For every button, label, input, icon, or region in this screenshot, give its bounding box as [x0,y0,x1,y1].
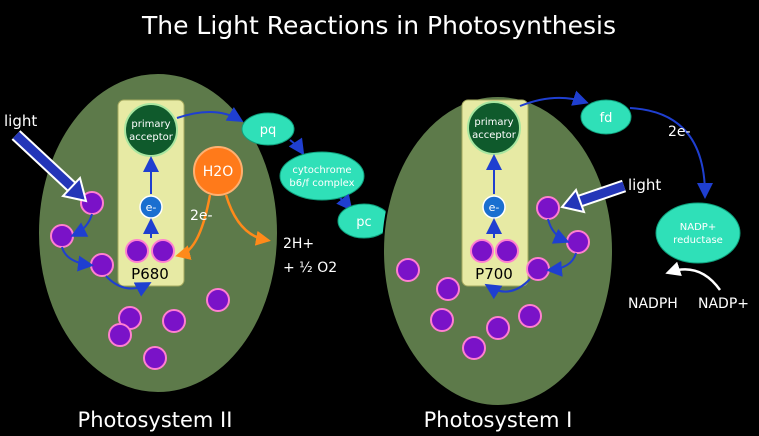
nadp-reduction: fd 2e- NADP+ reductase NADPH NADP+ [519,90,749,312]
antenna-pigment [430,308,454,332]
primary-acceptor-ps1-line2: acceptor [472,130,517,141]
antenna-pigment [566,230,590,254]
photosystem-ii-caption: Photosystem II [78,408,233,432]
light-arrow-ps1-icon [560,179,627,214]
nadp-reductase-line2: reductase [673,235,723,246]
cytochrome-line1: cytochrome [292,165,351,176]
reduction-arrow [665,261,722,291]
cytochrome-line2: b6/f complex [289,178,354,189]
primary-acceptor-ps1-line1: primary [474,117,513,128]
p680-pigment-right [151,239,175,263]
antenna-pigment [518,304,542,328]
diagram-title: The Light Reactions in Photosynthesis [141,11,616,40]
water-electron-arrow [175,194,212,260]
primary-acceptor-ps2-line1: primary [131,119,170,130]
carrier-fd [580,99,632,135]
water-label: H2O [203,164,233,180]
primary-acceptor-ps2-line2: acceptor [129,132,174,143]
p680-pigment-left [125,239,149,263]
antenna-pigment [396,258,420,282]
primary-acceptor-ps1 [467,101,521,155]
water-proton-arrow [224,194,271,246]
transport-arrow-to-cytochrome [288,137,305,156]
antenna-pigment [108,323,132,347]
antenna-pigment [436,277,460,301]
p700-pigment-left [470,239,494,263]
two-electrons-label-fd: 2e- [668,124,691,140]
transport-arrow-to-pc [336,193,353,212]
transfer-arrow [105,275,152,297]
photosystem-ii: primary acceptor e- P680 light [4,72,337,432]
electron-ps1-label: e- [489,201,500,214]
carrier-pq [241,112,295,146]
transport-arrow-to-pq [176,106,244,123]
transfer-arrow [547,218,570,244]
antenna-pigment [162,309,186,333]
electron-transport-chain: pq cytochrome b6/f complex pc [176,106,467,247]
nadp-reductase-line1: NADP+ [680,222,716,233]
water-molecule [193,146,243,196]
nadph-label: NADPH [628,296,678,312]
oxygen-label: + ½ O2 [283,260,337,276]
antenna-pigment [50,224,74,248]
antenna-pigment [206,288,230,312]
antenna-pigment [486,316,510,340]
light-arrow-ps2-icon [11,130,88,203]
electron-ps2-label: e- [146,201,157,214]
carrier-fd-label: fd [600,111,613,126]
transfer-arrow [546,252,577,277]
p680-label: P680 [131,265,169,283]
carrier-pc-label: pc [356,215,371,230]
primary-acceptor-ps2 [124,103,178,157]
two-electrons-label-ps2: 2e- [190,208,213,224]
transport-arrow-to-fd [519,90,589,107]
cytochrome-complex [279,151,365,201]
p700-pigment-right [495,239,519,263]
nadp-reductase [655,202,741,264]
transfer-arrow [484,278,531,300]
p700-label: P700 [475,265,513,283]
nadp-plus-label: NADP+ [698,296,749,312]
transport-arrow-to-reductase [629,107,713,199]
transfer-arrow [70,213,93,237]
photosystem-i: primary acceptor e- P700 light Photosyst… [382,95,661,432]
antenna-pigment [90,253,114,277]
antenna-pigment [526,257,550,281]
carrier-pq-label: pq [260,123,277,138]
photosystem-i-caption: Photosystem I [424,408,573,432]
light-label-ps2: light [4,112,37,130]
antenna-pigment [462,336,486,360]
transfer-arrow [61,246,94,272]
light-label-ps1: light [628,176,661,194]
antenna-pigment [536,196,560,220]
antenna-pigment [143,346,167,370]
protons-label: 2H+ [283,236,314,252]
